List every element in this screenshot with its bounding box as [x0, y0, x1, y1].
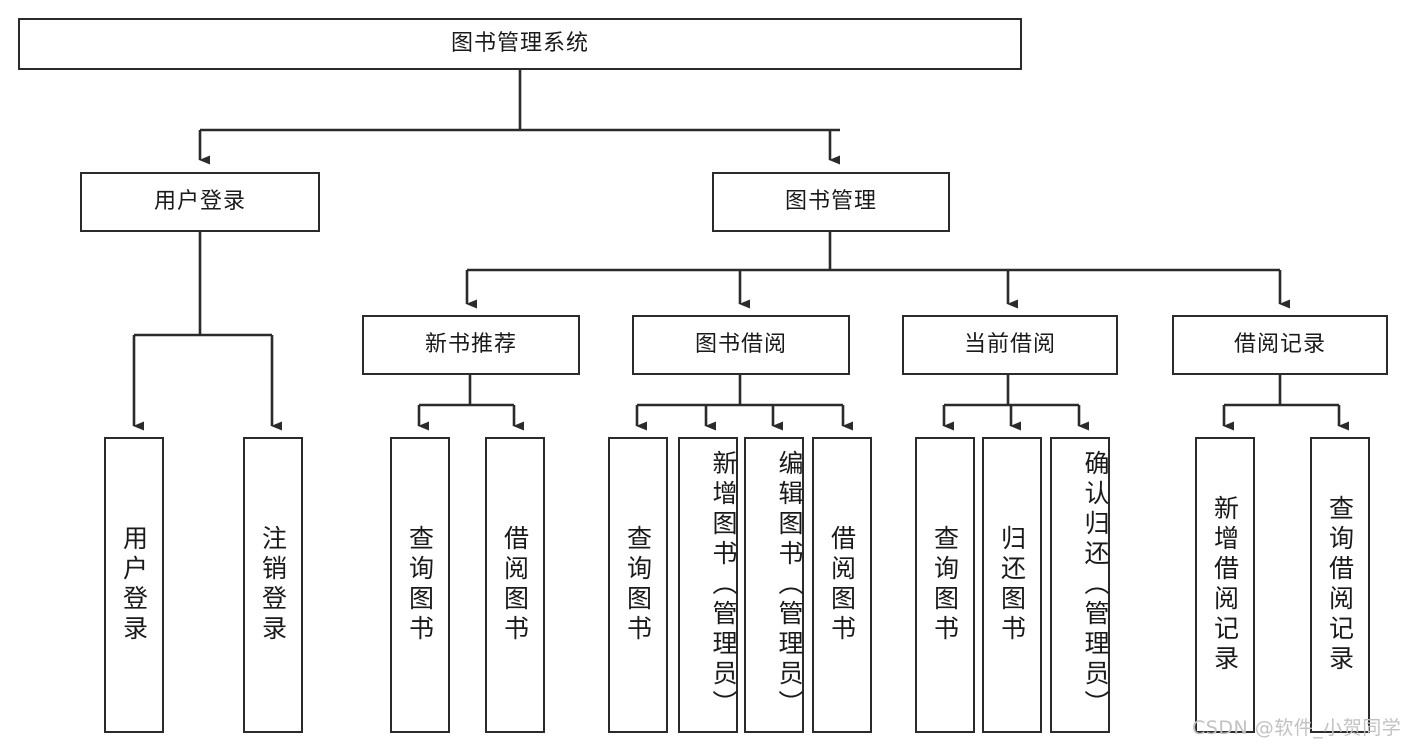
node-leaf-borrow-book-1[interactable]: 借阅图书: [485, 437, 545, 733]
node-label: 查询图书: [405, 525, 435, 645]
node-label: 编辑图书（管理员）: [775, 450, 804, 720]
node-leaf-user-login[interactable]: 用户登录: [104, 437, 164, 733]
node-borrow-record[interactable]: 借阅记录: [1172, 315, 1388, 375]
node-label: 图书管理: [784, 188, 877, 214]
node-new-book-recommend[interactable]: 新书推荐: [362, 315, 580, 375]
node-book-manage[interactable]: 图书管理: [712, 172, 950, 232]
node-label: 确认归还（管理员）: [1081, 450, 1110, 720]
node-label: 借阅记录: [1233, 331, 1326, 357]
node-leaf-query-borrow-record[interactable]: 查询借阅记录: [1310, 437, 1370, 733]
watermark-text: CSDN @软件_小贺同学: [1192, 717, 1402, 739]
node-label: 借阅图书: [827, 525, 857, 645]
node-current-borrow[interactable]: 当前借阅: [902, 315, 1118, 375]
node-label: 新书推荐: [424, 331, 517, 357]
node-label: 归还图书: [997, 525, 1027, 645]
node-leaf-add-book-admin[interactable]: 新增图书（管理员）: [678, 437, 738, 733]
node-label: 新增借阅记录: [1210, 495, 1240, 675]
node-label: 当前借阅: [963, 331, 1056, 357]
node-leaf-return-book[interactable]: 归还图书: [982, 437, 1042, 733]
node-user-login[interactable]: 用户登录: [80, 172, 320, 232]
node-leaf-query-book-3[interactable]: 查询图书: [915, 437, 975, 733]
node-leaf-add-borrow-record[interactable]: 新增借阅记录: [1195, 437, 1255, 733]
node-label: 注销登录: [258, 525, 288, 645]
node-leaf-confirm-return-admin[interactable]: 确认归还（管理员）: [1050, 437, 1110, 733]
node-leaf-borrow-book-2[interactable]: 借阅图书: [812, 437, 872, 733]
node-leaf-query-book-1[interactable]: 查询图书: [390, 437, 450, 733]
node-leaf-logout-login[interactable]: 注销登录: [243, 437, 303, 733]
node-label: 用户登录: [153, 188, 246, 214]
node-label: 查询图书: [623, 525, 653, 645]
node-book-management-system[interactable]: 图书管理系统: [18, 18, 1022, 70]
node-leaf-edit-book-admin[interactable]: 编辑图书（管理员）: [744, 437, 804, 733]
node-label: 新增图书（管理员）: [709, 450, 738, 720]
node-label: 图书借阅: [694, 331, 787, 357]
node-label: 查询借阅记录: [1325, 495, 1355, 675]
node-label: 用户登录: [119, 525, 149, 645]
node-label: 借阅图书: [500, 525, 530, 645]
node-label: 图书管理系统: [450, 30, 589, 56]
node-book-borrow[interactable]: 图书借阅: [632, 315, 850, 375]
node-leaf-query-book-2[interactable]: 查询图书: [608, 437, 668, 733]
node-label: 查询图书: [930, 525, 960, 645]
